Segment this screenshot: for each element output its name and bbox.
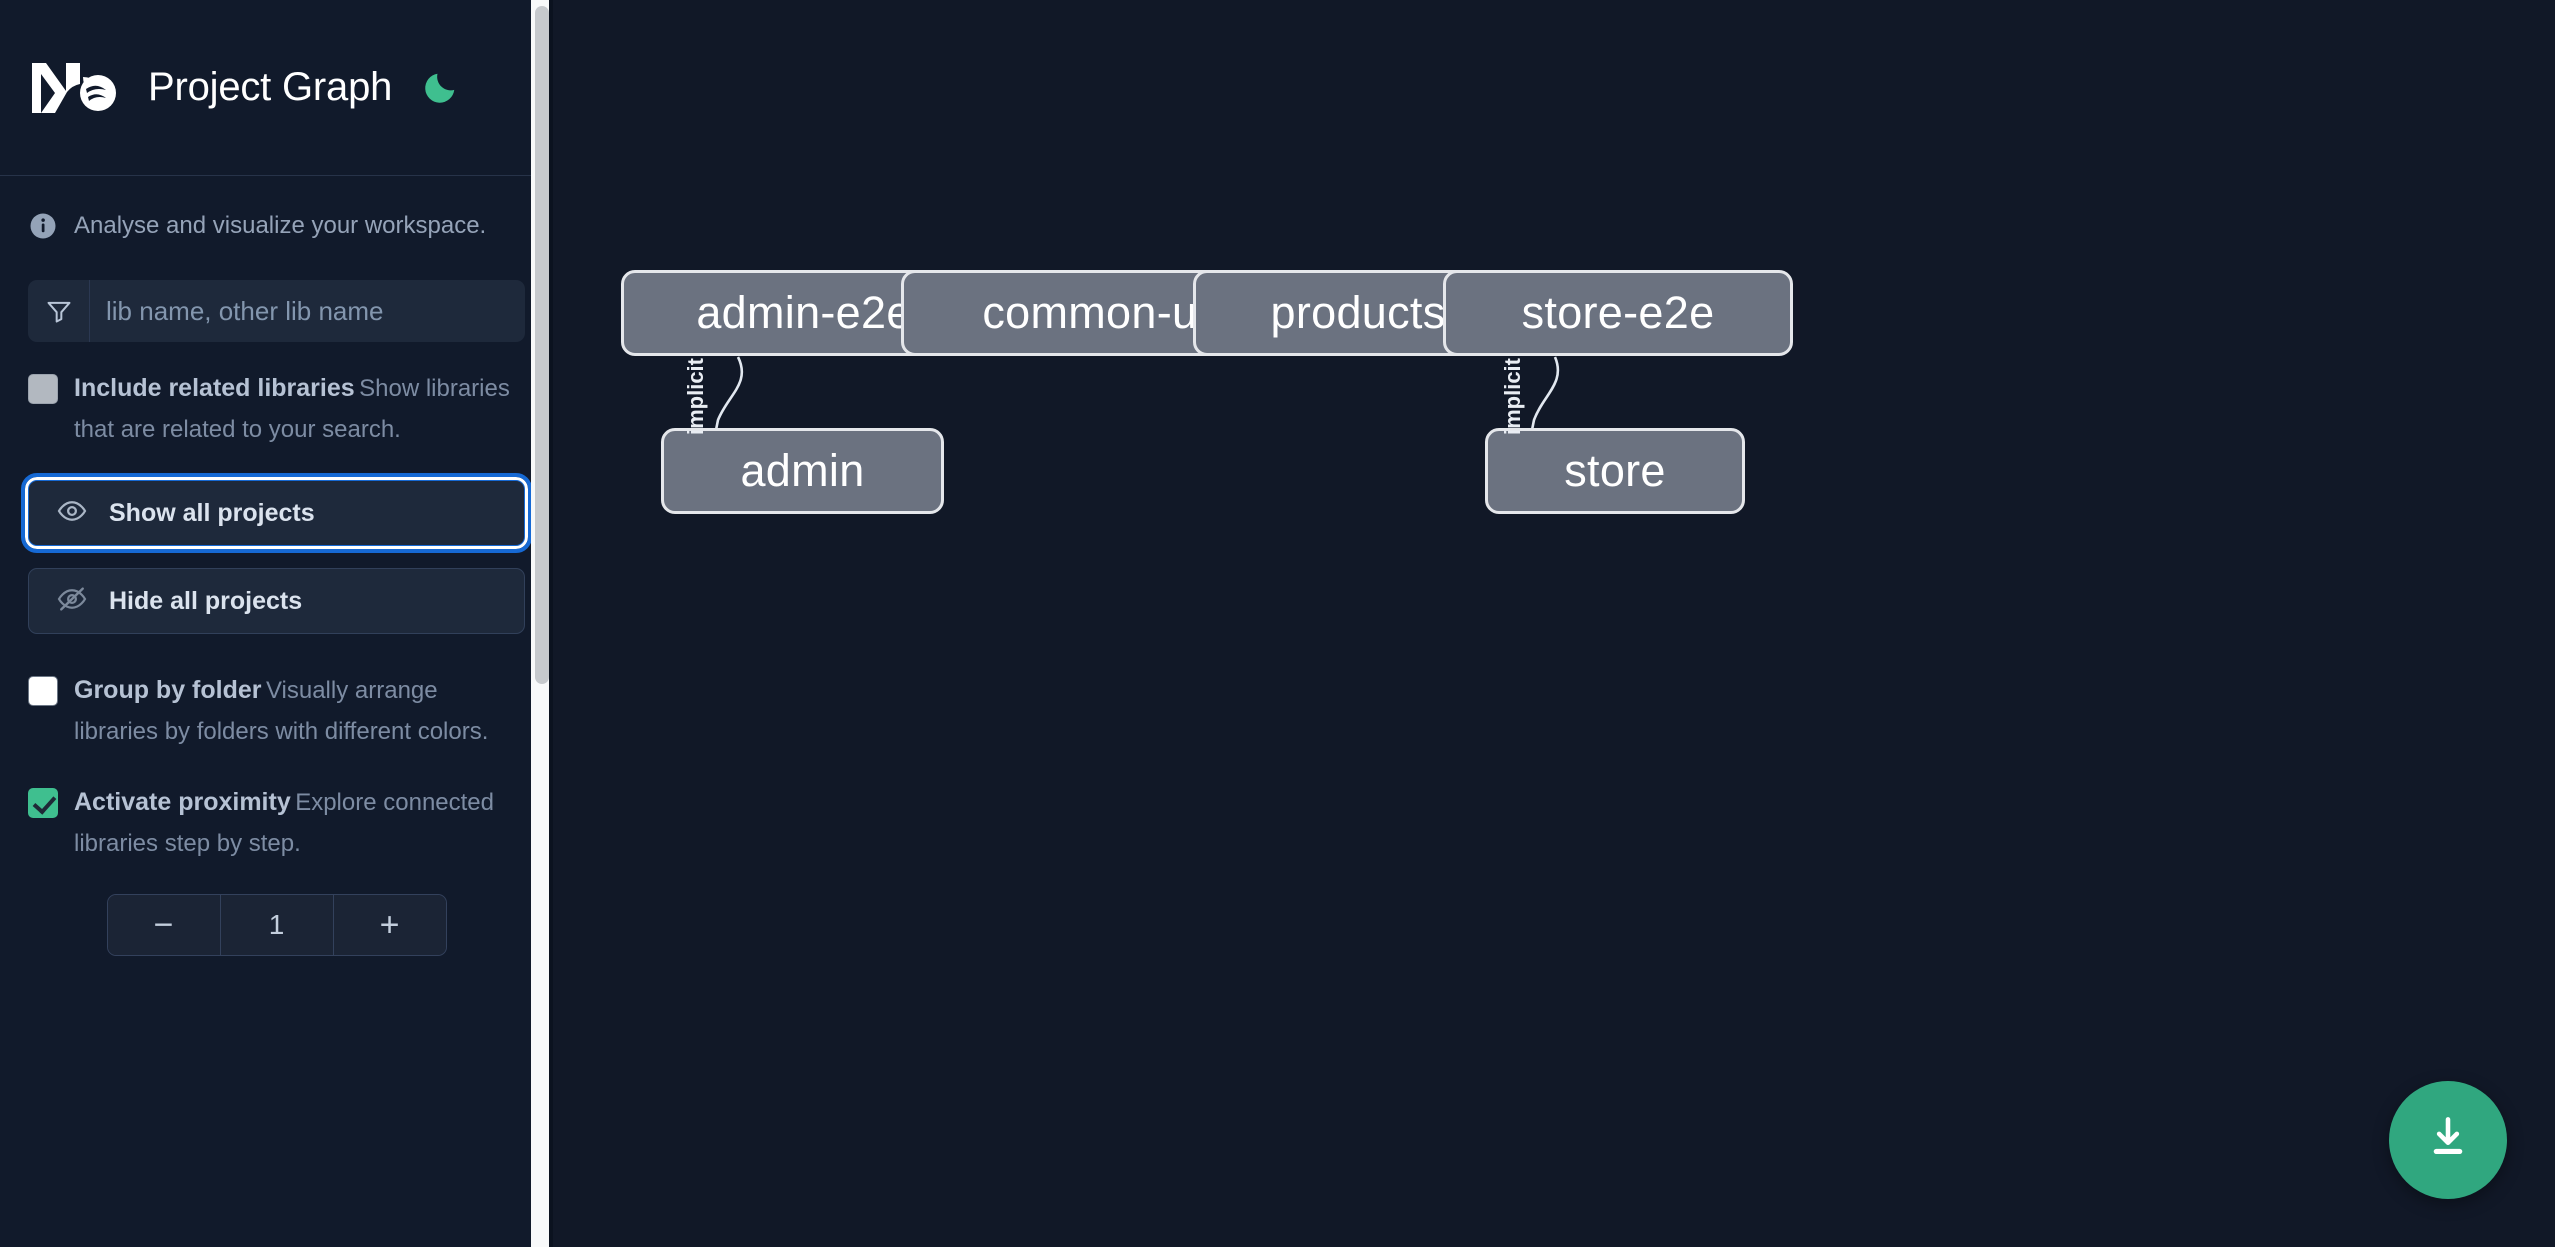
group-by-folder-checkbox[interactable] <box>28 676 58 706</box>
sidebar: Project Graph Analyse and visualize your… <box>0 0 553 1247</box>
option-activate-proximity[interactable]: Activate proximity Explore connected lib… <box>0 782 553 864</box>
activate-proximity-description: Explore connected libraries step by step… <box>74 789 494 857</box>
proximity-stepper: − 1 + <box>0 894 553 956</box>
page-title: Project Graph <box>148 65 393 109</box>
sidebar-content: Project Graph Analyse and visualize your… <box>0 0 553 956</box>
proximity-decrement-button[interactable]: − <box>107 895 220 955</box>
nx-logo-icon <box>28 59 124 117</box>
filter-funnel-icon <box>28 280 90 342</box>
group-by-folder-label: Group by folder <box>74 676 262 704</box>
hide-all-projects-button[interactable]: Hide all projects <box>28 568 525 634</box>
visibility-buttons: Show all projects Hide all projects <box>0 473 553 634</box>
include-related-description: Show libraries that are related to your … <box>74 375 510 443</box>
graph-node-admin[interactable]: admin <box>661 428 944 514</box>
search-input[interactable] <box>90 280 525 342</box>
activate-proximity-checkbox[interactable] <box>28 788 58 818</box>
eye-slash-icon <box>57 584 87 619</box>
sidebar-scrollbar-thumb[interactable] <box>535 6 549 684</box>
tagline-text: Analyse and visualize your workspace. <box>74 212 487 239</box>
include-related-label: Include related libraries <box>74 374 355 402</box>
edge-label-admin-implicit: implicit <box>683 358 708 436</box>
edge-label-store-implicit: implicit <box>1500 358 1525 436</box>
eye-icon <box>57 496 87 531</box>
sidebar-header: Project Graph <box>0 0 553 176</box>
download-graph-button[interactable] <box>2389 1081 2507 1199</box>
graph-node-store-e2e[interactable]: store-e2e <box>1443 270 1793 356</box>
moon-icon[interactable] <box>418 66 462 110</box>
info-icon <box>28 211 58 241</box>
proximity-increment-button[interactable]: + <box>333 895 446 955</box>
show-all-projects-button[interactable]: Show all projects <box>21 473 532 553</box>
sidebar-edge <box>549 0 553 1247</box>
search-bar <box>28 280 525 342</box>
proximity-value: 1 <box>219 895 334 955</box>
tagline-row: Analyse and visualize your workspace. <box>0 176 553 276</box>
show-all-projects-label: Show all projects <box>109 498 315 527</box>
sidebar-scrollbar[interactable] <box>531 0 553 1247</box>
option-group-by-folder[interactable]: Group by folder Visually arrange librari… <box>0 670 553 752</box>
download-icon <box>2422 1112 2474 1169</box>
hide-all-projects-label: Hide all projects <box>109 586 303 615</box>
graph-node-store[interactable]: store <box>1485 428 1745 514</box>
include-related-checkbox[interactable] <box>28 374 58 404</box>
activate-proximity-label: Activate proximity <box>74 788 291 816</box>
option-include-related-libraries[interactable]: Include related libraries Show libraries… <box>0 368 553 450</box>
group-by-folder-description: Visually arrange libraries by folders wi… <box>74 677 489 745</box>
graph-edges <box>706 356 1560 449</box>
graph-canvas[interactable]: admin-e2e common-ui products store-e2e a… <box>553 0 2555 1247</box>
